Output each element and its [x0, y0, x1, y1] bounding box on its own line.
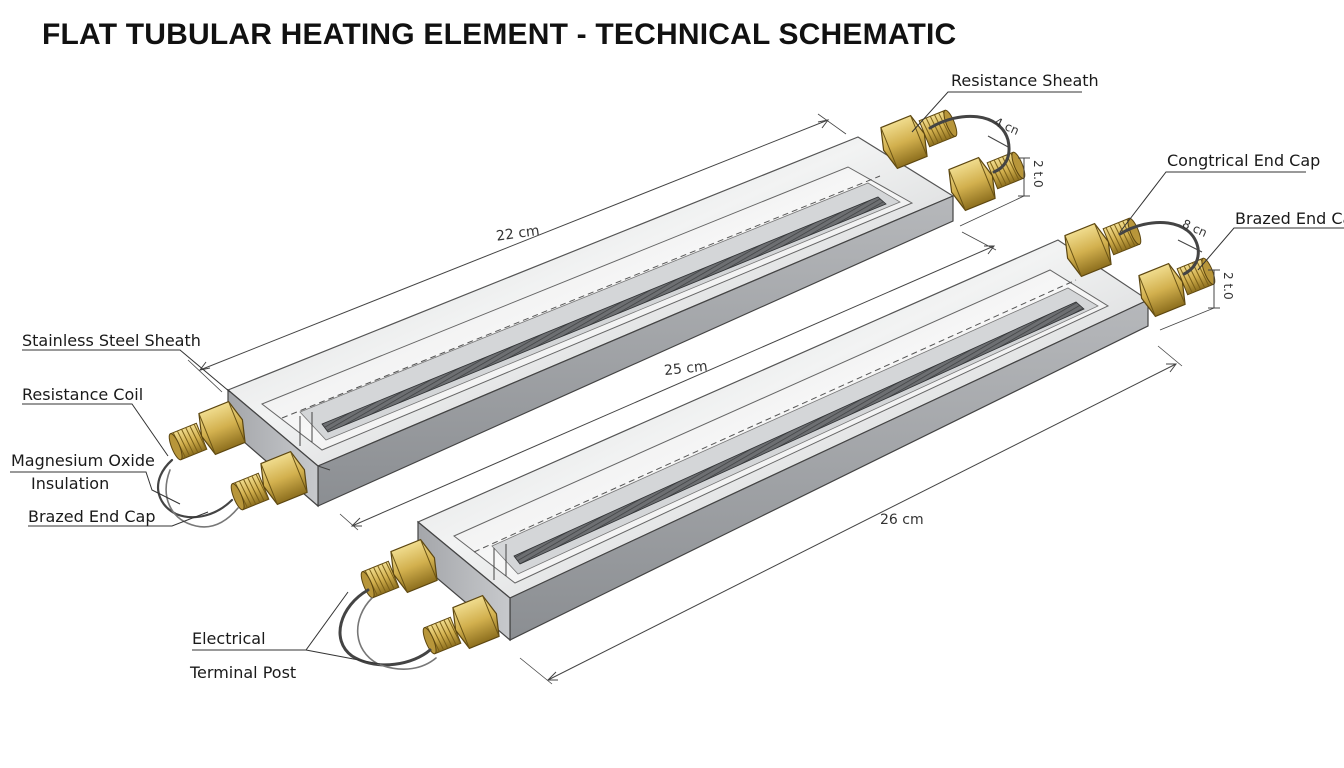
upper-left-terminal-b [230, 450, 308, 511]
dim-bottom-lead-height: 2 t.0 [1221, 272, 1235, 300]
upper-right-lead-wire [928, 114, 1011, 174]
lower-left-terminal-a [360, 538, 438, 599]
label-terminal-post: Terminal Post [189, 663, 296, 682]
label-brazed-end-cap-left: Brazed End Cap [28, 507, 155, 526]
label-brazed-end-cap-right: Brazed End Ca [1235, 209, 1344, 228]
lower-heating-element [416, 239, 1150, 642]
lead-wires [156, 114, 1200, 670]
callout-labels: Resistance Sheath Congtrical End Cap Bra… [11, 71, 1344, 682]
upper-left-lead-wire-2 [165, 469, 239, 528]
label-stainless-steel-sheath: Stainless Steel Sheath [22, 331, 201, 350]
lower-right-terminal-a [1064, 217, 1142, 278]
upper-left-lead-wire [156, 458, 234, 519]
upper-left-terminal-a [168, 400, 246, 461]
label-congtrical-end-cap: Congtrical End Cap [1167, 151, 1320, 170]
lower-resistance-coil [513, 301, 1085, 565]
label-insulation: Insulation [31, 474, 109, 493]
lower-left-terminal-b [422, 594, 500, 655]
lower-centerline [473, 279, 1077, 553]
label-electrical: Electrical [192, 629, 266, 648]
dim-bottom-length: 26 cm [880, 512, 924, 528]
label-resistance-coil: Resistance Coil [22, 385, 143, 404]
callout-leaders [10, 91, 1344, 665]
label-magnesium-oxide: Magnesium Oxide [11, 451, 155, 470]
label-resistance-sheath: Resistance Sheath [951, 71, 1099, 90]
dimension-lines [187, 113, 1220, 685]
dimension-labels: 22 cm 25 cm 26 cm 4 cn 2 t.0 8 cn 2 t.0 [495, 115, 1235, 528]
page-title: FLAT TUBULAR HEATING ELEMENT - TECHNICAL… [42, 18, 957, 51]
upper-centerline [281, 175, 881, 419]
upper-right-terminal-b [948, 151, 1026, 212]
upper-resistance-coil [321, 196, 887, 433]
dim-top-lead-height: 2 t.0 [1031, 160, 1045, 188]
lower-right-lead-wire [1118, 221, 1200, 276]
terminal-fittings [168, 109, 1216, 655]
upper-heating-element [226, 136, 955, 508]
dim-middle-length: 25 cm [663, 359, 708, 379]
dim-top-length: 22 cm [495, 223, 540, 245]
lower-left-lead-wire [338, 588, 432, 667]
lower-right-terminal-b [1138, 257, 1216, 318]
